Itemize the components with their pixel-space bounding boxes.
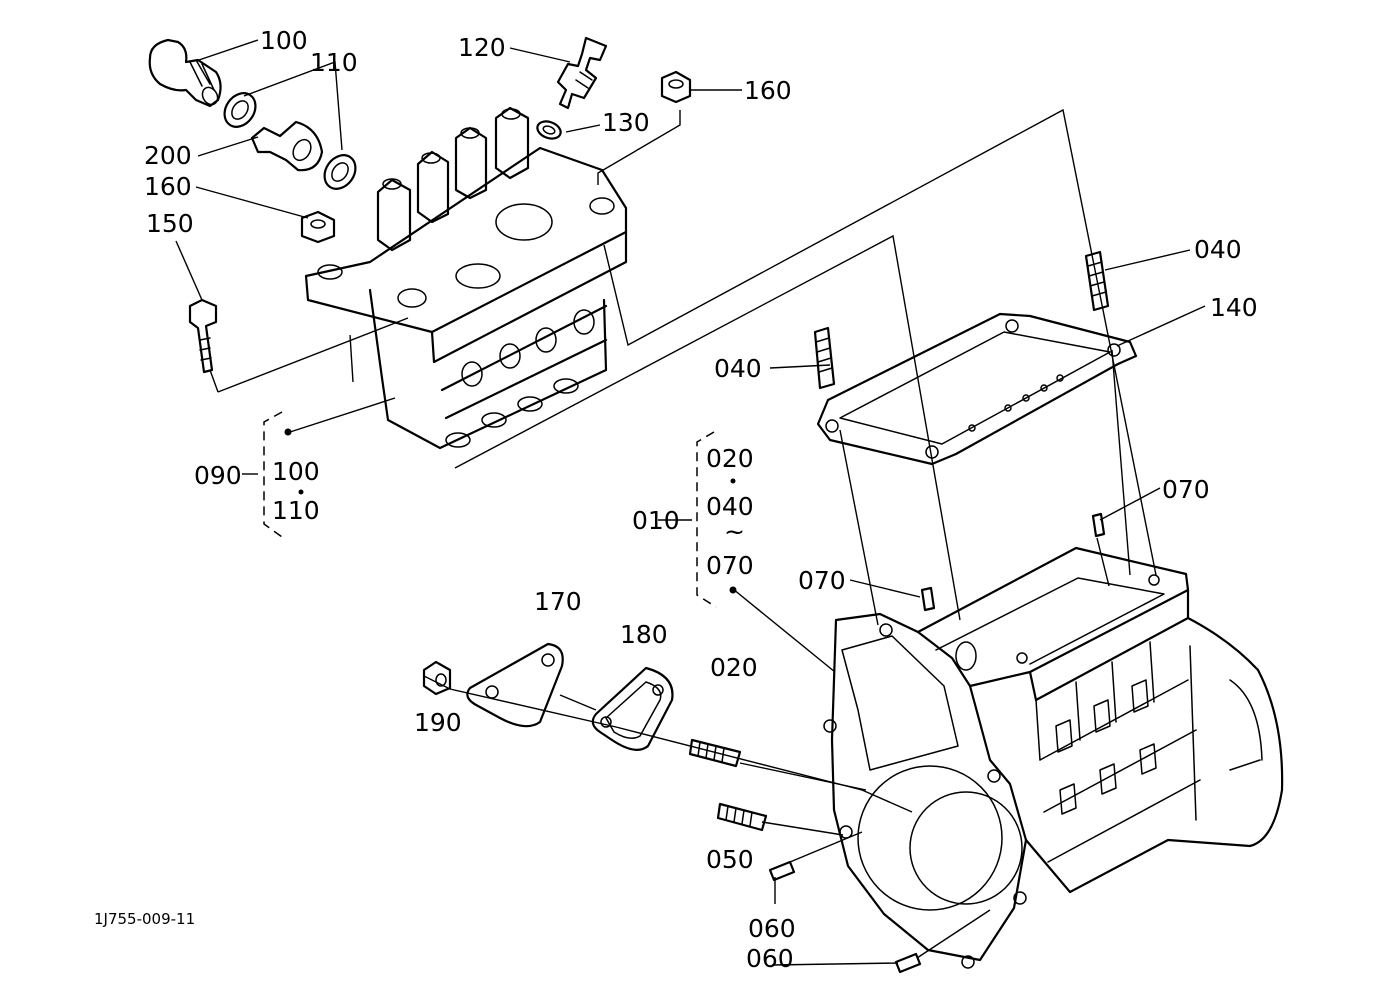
callout-190: 190 [414,708,462,737]
nut-160-top [660,70,692,104]
pin-070-b [920,586,936,612]
banjo-bolt-100 [148,38,222,108]
group-dots [284,428,737,594]
cover-plate-170 [466,642,564,728]
callout-090-110: 110 [272,496,320,525]
group-brackets [263,411,717,608]
banjo-fitting-200 [250,120,324,172]
callout-090-100: 100 [272,457,320,486]
check-valve-120 [556,36,608,110]
callout-010-070: 070 [706,551,754,580]
callout-100: 100 [260,26,308,55]
pin-060-a [768,860,796,882]
callout-010: 010 [632,506,680,535]
callout-020: 020 [710,653,758,682]
stud-040-right [1084,250,1110,312]
callout-060-a: 060 [748,914,796,943]
callout-070-left: 070 [798,566,846,595]
callout-010-020: 020 [706,444,754,473]
injection-pump-090 [304,106,628,450]
callout-040-left: 040 [714,354,762,383]
gasket-140 [816,312,1138,466]
callout-160-left: 160 [144,172,192,201]
callout-160-top: 160 [744,76,792,105]
callout-130: 130 [602,108,650,137]
callout-050: 050 [706,845,754,874]
callout-110: 110 [310,48,358,77]
callout-040-right: 040 [1194,235,1242,264]
callout-010-040: 040 [706,492,754,521]
callout-010-tilde: ~ [724,517,745,546]
nut-160-left [300,210,336,244]
callout-180: 180 [620,620,668,649]
drawing-code: 1J755-009-11 [94,910,195,928]
leader-lines [175,39,1206,966]
callout-170: 170 [534,587,582,616]
callout-090: 090 [194,461,242,490]
gasket-washer-110 [223,92,357,190]
nut-190 [422,660,452,696]
cover-gasket-180 [591,666,674,751]
bolt-150 [188,298,218,374]
callout-120: 120 [458,33,506,62]
callout-140: 140 [1210,293,1258,322]
washer-130 [536,120,562,140]
callout-060-b: 060 [746,944,794,973]
pin-060-b [894,952,922,974]
callout-200: 200 [144,141,192,170]
stud-050 [716,802,768,832]
stud-020 [688,738,742,768]
pin-070-a [1091,512,1106,538]
callout-070-right: 070 [1162,475,1210,504]
callout-labels: 100 110 120 160 130 200 160 150 040 140 … [94,26,1258,973]
gear-case-010 [823,546,1284,969]
stud-040-left [813,326,836,390]
callout-150: 150 [146,209,194,238]
